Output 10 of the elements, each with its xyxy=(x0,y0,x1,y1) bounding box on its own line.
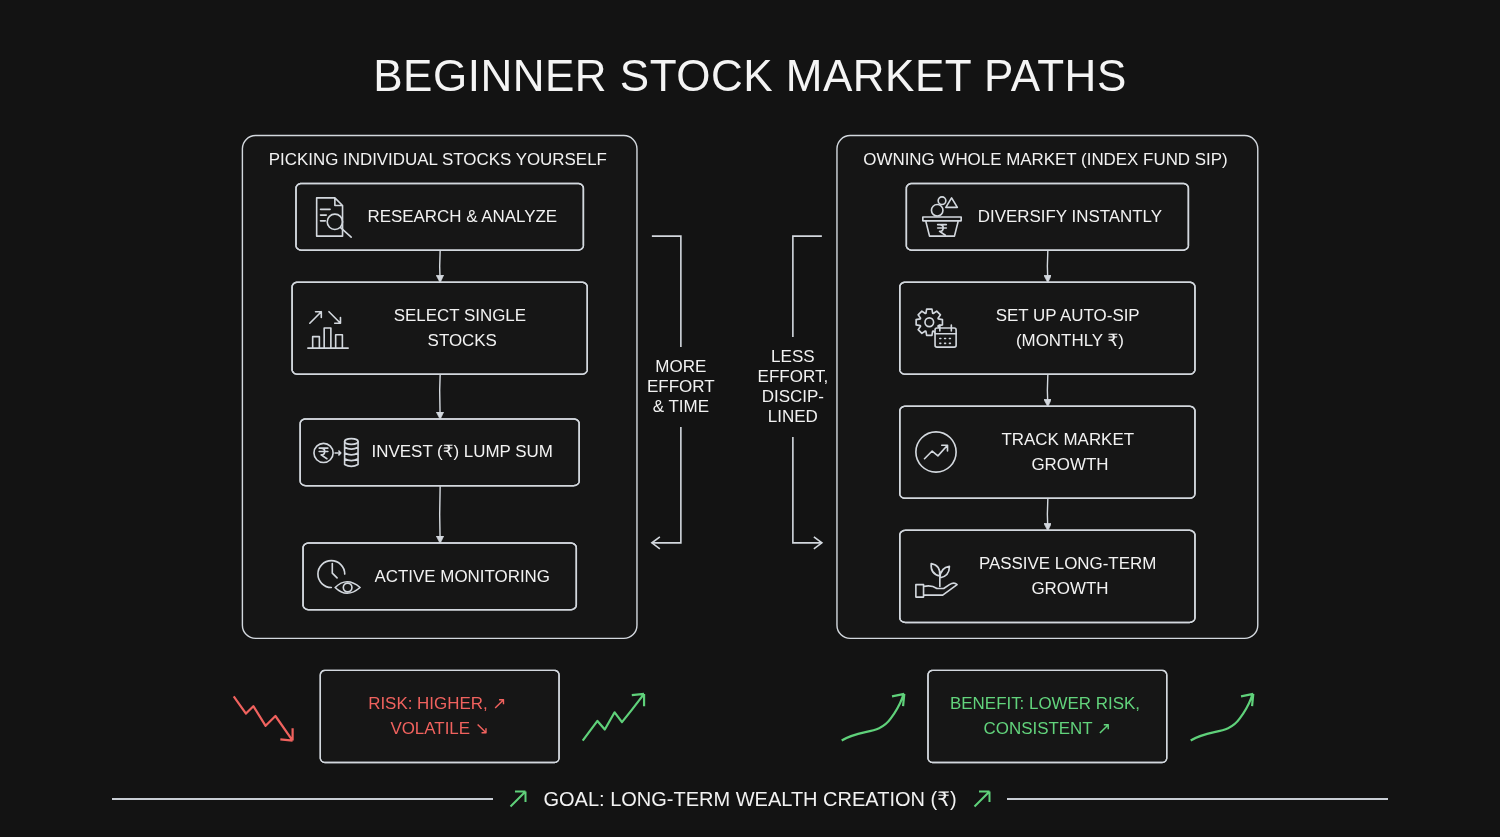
arrow xyxy=(435,249,444,283)
arrow xyxy=(1043,374,1052,408)
side-label: LESS EFFORT, DISCIP- LINED xyxy=(756,346,830,427)
goal-label: GOAL: LONG-TERM WEALTH CREATION (₹) xyxy=(543,787,957,811)
diagram-title: BEGINNER STOCK MARKET PATHS xyxy=(373,50,1127,102)
arrow xyxy=(1043,249,1052,283)
arrow xyxy=(1043,498,1052,532)
arrow xyxy=(435,485,445,544)
side-label: MORE EFFORT & TIME xyxy=(646,356,716,417)
arrow xyxy=(435,374,445,420)
